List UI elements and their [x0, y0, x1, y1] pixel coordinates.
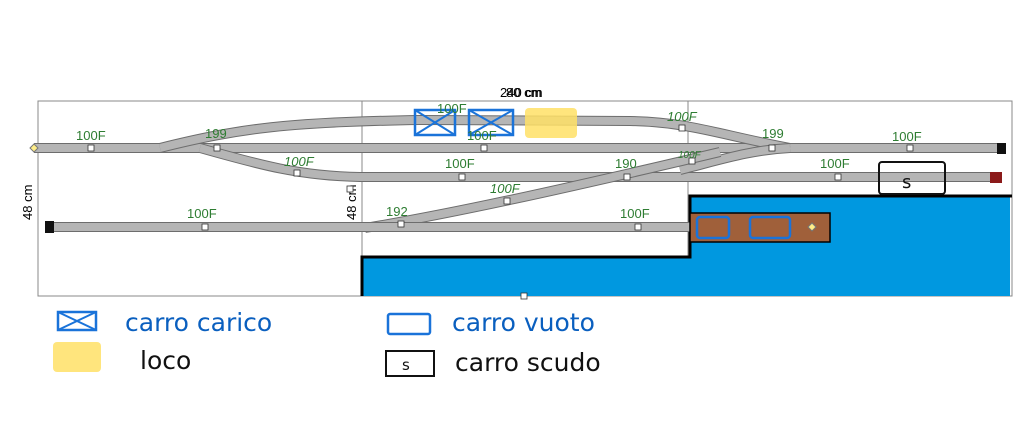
legend: carro carico carro vuoto loco s carro sc… [53, 308, 601, 377]
joint [623, 173, 631, 181]
loaded-car [413, 108, 457, 137]
buffer-stop [45, 221, 54, 233]
joint [634, 223, 642, 231]
buffer-stop [997, 143, 1006, 154]
joint [906, 144, 914, 152]
shield-car-mark: s [902, 172, 911, 193]
track-label: 100F [187, 206, 217, 221]
track-label: 100F [820, 156, 850, 171]
legend-shield-car-label: carro scudo [455, 348, 601, 377]
dimension-top-b: 80 cm [506, 85, 541, 100]
water-border [360, 194, 1012, 296]
joint [458, 173, 466, 181]
joint [293, 169, 301, 177]
legend-loco-label: loco [140, 346, 191, 375]
tracks [29, 114, 1006, 300]
empty-car [695, 215, 731, 240]
joint [480, 144, 488, 152]
buffer-stop-red [990, 172, 1002, 183]
legend-loco-icon [53, 342, 101, 372]
track-label: 199 [762, 126, 784, 141]
track-label: 190 [615, 156, 637, 171]
dimension-mid: 48 cm [344, 185, 359, 220]
track-label: 100F [437, 101, 467, 116]
dimension-top-a: 240 cm [500, 85, 543, 100]
empty-car [748, 215, 792, 240]
joint [768, 144, 776, 152]
legend-empty-car-icon [386, 312, 432, 336]
loaded-car [467, 108, 515, 137]
dimension-left: 48 cm [20, 185, 35, 220]
track-label: 100F [892, 129, 922, 144]
track-label: 100F [445, 156, 475, 171]
lower-siding [198, 144, 1000, 181]
joint [834, 173, 842, 181]
joint [520, 292, 528, 300]
track-label: 100F [76, 128, 106, 143]
shield-car: s [878, 161, 946, 195]
joint [688, 157, 696, 165]
legend-loaded-car-icon [56, 310, 98, 332]
joint [503, 197, 511, 205]
joint [201, 223, 209, 231]
joint [678, 124, 686, 132]
track-end-marker [29, 143, 39, 153]
legend-empty-car-label: carro vuoto [452, 308, 595, 337]
track-label: 100F [490, 181, 521, 196]
joint [87, 144, 95, 152]
track-label: 100F [667, 109, 698, 124]
track-label: 100F [678, 150, 702, 161]
joint [397, 220, 405, 228]
track-label: 100F [467, 128, 497, 143]
track-end-marker [807, 222, 817, 232]
water-area [362, 196, 1010, 296]
track-label: 192 [386, 204, 408, 219]
track-label: 100F [284, 154, 315, 169]
svg-text:s: s [402, 356, 410, 374]
crossover [679, 144, 791, 174]
legend-shield-car-icon: s [385, 350, 435, 377]
track-label: 100F [620, 206, 650, 221]
joint [213, 144, 221, 152]
track-label: 199 [205, 126, 227, 141]
diagonal [364, 148, 721, 232]
loco-marker [525, 108, 577, 138]
legend-loaded-car-label: carro carico [125, 308, 272, 337]
joint [346, 185, 354, 193]
upper-siding [159, 115, 791, 152]
